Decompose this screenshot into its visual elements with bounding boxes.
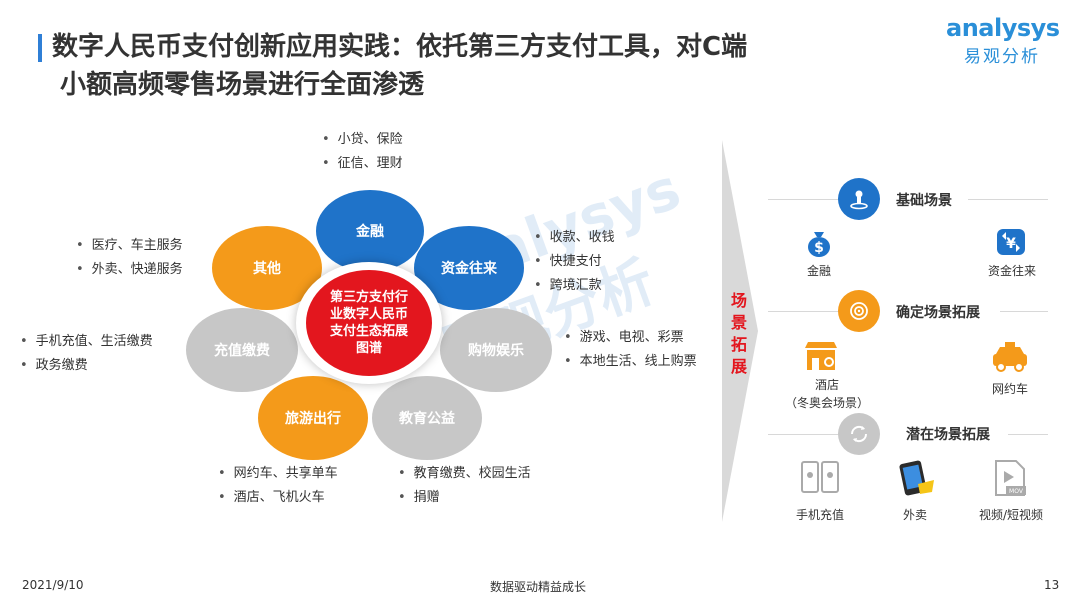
list-finance: 小贷、保险 征信、理财 [322,128,403,176]
ecosystem-center-label: 第三方支付行业数字人民币支付生态拓展图谱 [329,290,408,356]
potential-scene-item-video: 视频/短视频 [978,508,1044,522]
ride-hailing-car-icon [990,340,1030,374]
divider [768,311,840,312]
potential-scene-item-delivery: 外卖 [902,508,927,522]
list-travel: 网约车、共享单车 酒店、飞机火车 [218,462,338,510]
list-other: 医疗、车主服务 外卖、快递服务 [76,234,183,282]
potential-scene-item-phone: 手机充值 [795,508,844,522]
title-line-2: 小额高频零售场景进行全面渗透 [60,70,425,100]
logo-brand-en: analysys [946,14,1060,42]
basic-scene-icon [838,178,880,220]
video-file-icon: MOV [990,458,1030,498]
petal-recharge: 充值缴费 [186,308,298,392]
divider [1008,434,1048,435]
arrow-label: 场景拓展 [730,291,747,376]
list-education: 教育缴费、校园生活 捐赠 [398,462,531,510]
title-line-1: 数字人民币支付创新应用实践：依托第三方支付工具，对C端 [52,32,748,62]
footer-slogan: 数据驱动精益成长 [490,580,587,594]
potential-scene-title: 潜在场景拓展 [906,427,990,443]
confirmed-scene-item-hotel: 酒店 （冬奥会场景） [784,378,869,410]
petal-shopping: 购物娱乐 [440,308,552,392]
logo-brand-cn: 易观分析 [964,47,1040,67]
funds-transfer-icon: ¥ [994,226,1028,258]
confirmed-scene-title: 确定场景拓展 [896,305,980,321]
svg-text:MOV: MOV [1009,488,1024,495]
ecosystem-center: 第三方支付行业数字人民币支付生态拓展图谱 [306,270,432,376]
page-title: 数字人民币支付创新应用实践：依托第三方支付工具，对C端 小额高频零售场景进行全面… [52,28,932,104]
hotel-icon [802,338,840,374]
basic-scene-item-funds: 资金往来 [987,264,1036,278]
basic-scene-title: 基础场景 [896,193,952,209]
expansion-arrow [722,140,758,522]
petal-finance: 金融 [316,190,424,272]
phone-recharge-icon [798,458,842,498]
list-shopping: 游戏、电视、彩票 本地生活、线上购票 [564,326,697,374]
page-number: 13 [1044,578,1060,592]
confirmed-scene-item-car: 网约车 [991,382,1028,396]
petal-education: 教育公益 [372,376,482,460]
list-funds: 收款、收钱 快捷支付 跨境汇款 [534,226,615,298]
divider [968,199,1048,200]
basic-scene-item-finance: 金融 [806,264,831,278]
divider [768,199,840,200]
petal-travel: 旅游出行 [258,376,368,460]
footer-date: 2021/9/10 [22,578,84,592]
list-recharge: 手机充值、生活缴费 政务缴费 [20,330,153,378]
divider [1000,311,1048,312]
svg-text:$: $ [814,240,824,256]
svg-text:¥: ¥ [1006,236,1016,252]
food-delivery-icon [894,456,938,498]
confirmed-scene-icon [838,290,880,332]
analysys-logo: analysys 易观分析 [946,14,1064,74]
divider [768,434,840,435]
title-accent-bar [38,34,42,62]
money-bag-icon: $ [804,228,834,258]
potential-scene-icon [838,413,880,455]
